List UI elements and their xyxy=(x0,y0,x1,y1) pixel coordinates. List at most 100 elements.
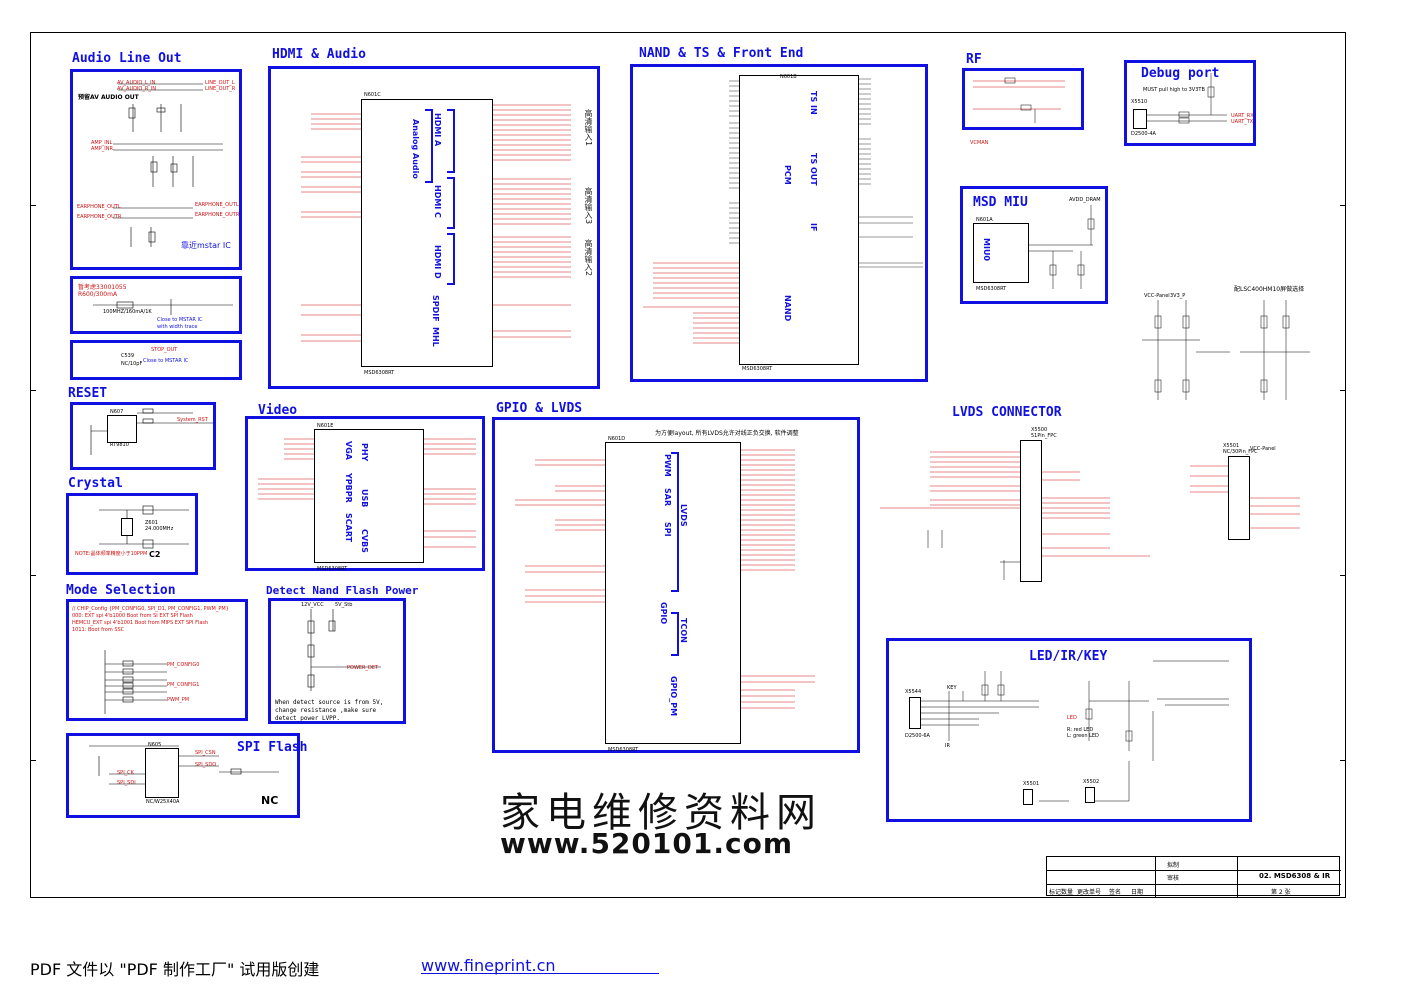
rail-label: AVDD_DRAM xyxy=(1069,197,1101,203)
led-wiring xyxy=(921,660,1229,802)
audio-note-reserve: 预留AV AUDIO OUT xyxy=(78,94,139,101)
part-value: D2500-4A xyxy=(1131,131,1156,137)
lvds-title: LVDS CONNECTOR xyxy=(952,405,1062,420)
part-label: N601C xyxy=(364,92,381,98)
part-label: X5510 xyxy=(1131,99,1148,105)
gpio-ic: N601D MSD6308RT xyxy=(605,436,741,753)
part-label: N607 xyxy=(110,409,124,415)
bus-bracket xyxy=(447,177,455,229)
signal-label: SPI_CK xyxy=(117,770,134,776)
part-value: NC/10pF xyxy=(121,361,143,367)
part-label: N601A xyxy=(976,217,993,223)
spi-wiring xyxy=(89,745,279,785)
tb-header: 签名 xyxy=(1109,889,1122,896)
part-value: NC/W25X40A xyxy=(146,799,180,805)
gpio-block: 为方便layout, 所有LVDS允许对线正负交换, 软件调整 N601D MS… xyxy=(492,417,860,753)
signal-label: PM_CONFIG0 xyxy=(167,662,200,668)
part-value: D2500-6A xyxy=(905,733,930,739)
reset-ic: N607 RT9810 xyxy=(107,409,137,448)
rail-label: VCC-Panel xyxy=(1250,446,1276,452)
section-label: SPI xyxy=(663,522,672,537)
section-label: HDMI C xyxy=(433,185,442,218)
section-label: PWM xyxy=(663,454,672,477)
mode-desc: HEMCU_EXT spi 4'b1001 Boot from MIPS EXT… xyxy=(72,620,209,626)
audio-block: 预留AV AUDIO OUT AV_AUDIO_L_IN AV_AUDIO_R_… xyxy=(70,69,242,270)
zone-tick xyxy=(1340,575,1346,576)
mode-title: Mode Selection xyxy=(66,583,176,598)
bus-bracket xyxy=(425,109,433,183)
rail-label: VCC-Panel xyxy=(1144,293,1170,299)
zone-tick xyxy=(30,390,36,391)
video-wiring xyxy=(258,438,476,548)
part-label: N601E xyxy=(317,423,334,429)
part-label: X5501 xyxy=(1023,781,1040,787)
ferrite-wiring xyxy=(93,299,233,315)
detect-title: Detect Nand Flash Power xyxy=(266,584,419,597)
signal-label: AMP_INL xyxy=(91,140,113,146)
watermark-url: www.520101.com xyxy=(500,827,793,860)
rail-label: 3V3_P xyxy=(1170,293,1186,299)
pdf-footer-link[interactable]: www.fineprint.cn xyxy=(421,956,556,975)
detect-desc: detect power LVPP. xyxy=(275,715,341,722)
side-label: 高清输入2 xyxy=(584,239,593,277)
reset-title: RESET xyxy=(68,386,108,401)
video-block: N601E MSD6308RT VGA YPBPR SCART PHY USB … xyxy=(245,416,485,572)
pdf-footer-text: PDF 文件以 "PDF 制作工厂" 试用版创建 xyxy=(30,960,320,979)
bus-bracket xyxy=(447,109,455,173)
part-label: 100MHZ/160mA/1K xyxy=(103,309,152,315)
rf-title: RF xyxy=(966,52,982,67)
section-label: GPIO_PM xyxy=(669,676,678,717)
side-label: 高清输入1 xyxy=(584,109,593,147)
ir-label: IR xyxy=(945,743,950,749)
signal-label: LINE_OUT_R xyxy=(205,86,236,92)
section-label: YPBPR xyxy=(344,473,353,503)
part-value: MSD6308RT xyxy=(976,286,1007,292)
led-title: LED/IR/KEY xyxy=(1029,649,1108,664)
tb-header: 更改单号 xyxy=(1077,889,1102,896)
mode-desc: 000: EXT spi 4'b1000 Boot from SI EXT SP… xyxy=(72,613,193,619)
stop-block: STOP_OUT C539 NC/10pF Close to MSTAR IC xyxy=(70,340,242,380)
zone-tick xyxy=(30,205,36,206)
led-part xyxy=(1085,787,1095,803)
mode-wiring xyxy=(104,650,167,714)
lvds-connector-51pin: X5500 51Pin_FPC xyxy=(1020,427,1057,582)
ferrite-note-3: Close to MSTAR IC xyxy=(157,317,203,323)
detect-wiring xyxy=(307,609,381,691)
detect-desc: change resistance ,make sure xyxy=(275,707,377,714)
part-value: 24.000MHz xyxy=(145,526,174,532)
part-label: N605 xyxy=(148,742,162,748)
nand-title: NAND & TS & Front End xyxy=(639,46,804,61)
bus-bracket xyxy=(447,233,455,285)
debug-block: Debug port MUST pull high to 3V3TB X5510… xyxy=(1124,60,1256,146)
tb-row1: 拟制 xyxy=(1167,862,1180,869)
signal-label: STOP_OUT xyxy=(151,347,178,353)
audio-note-near: 靠近mstar IC xyxy=(181,241,231,250)
part-label: X5502 xyxy=(1083,779,1100,785)
zone-tick xyxy=(30,760,36,761)
debug-connector xyxy=(1133,109,1147,129)
debug-wiring xyxy=(1147,73,1227,124)
zone-tick xyxy=(30,575,36,576)
nand-ic: N601B MSD6308RT xyxy=(739,74,859,372)
title-block: 拟制 审核 02. MSD6308 & IR 第 2 张 标记 数量 更改单号 … xyxy=(1046,856,1341,897)
spi-flash-ic: N605 NC/W25X40A xyxy=(145,742,179,805)
side-label: 高清输入3 xyxy=(584,187,593,225)
audio-wiring xyxy=(113,83,223,247)
signal-label: AV_AUDIO_R_IN xyxy=(117,86,157,92)
section-label: LVDS xyxy=(679,504,688,527)
tb-row2: 审核 xyxy=(1167,875,1180,882)
signal-label: UART_RX xyxy=(1231,113,1254,119)
section-label: USB xyxy=(360,489,369,508)
section-label: MHL xyxy=(431,327,440,347)
led-block: LED/IR/KEY X5544 D2500-6A KEY IR LED R: … xyxy=(886,638,1252,822)
signal-label: AV_AUDIO_L_IN xyxy=(117,80,156,86)
video-title: Video xyxy=(258,403,298,418)
part-label: N601B xyxy=(780,74,797,80)
tb-header: 标记 xyxy=(1049,889,1062,896)
stop-note: Close to MSTAR IC xyxy=(143,358,189,364)
spi-nc: NC xyxy=(261,794,279,807)
miu-ic: N601A MIU0 MSD6308RT xyxy=(973,217,1029,292)
hdmi-block: N601C MSD6308RT Analog Audio HDMI A HDMI… xyxy=(268,66,600,389)
footer-link-underline xyxy=(421,973,659,974)
part-value: 51Pin_FPC xyxy=(1031,433,1057,439)
